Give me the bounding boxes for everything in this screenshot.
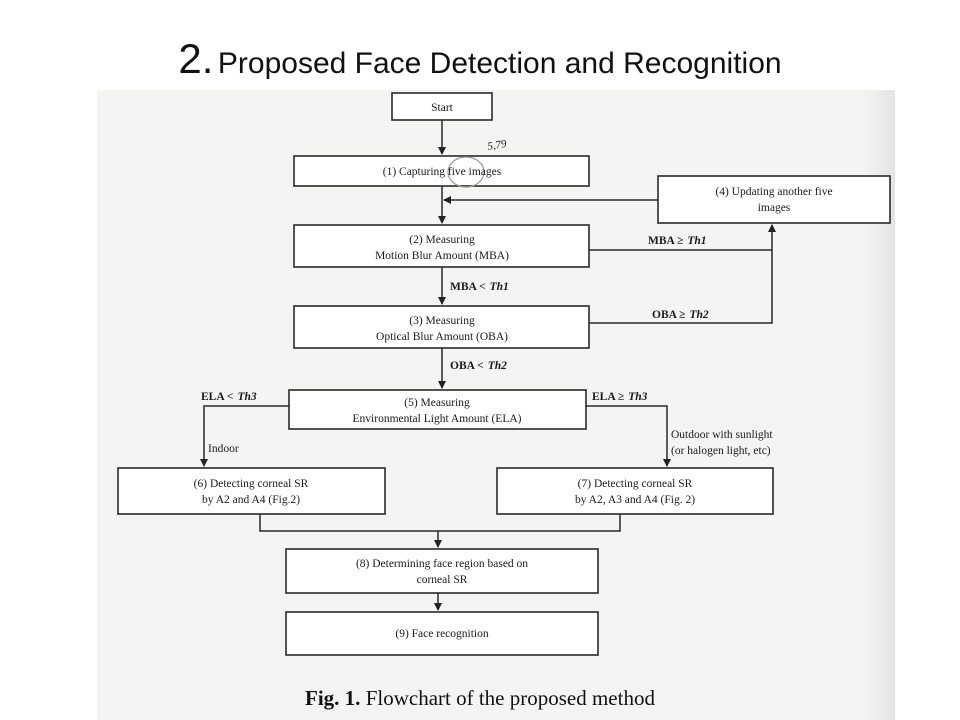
- step9-label: (9) Face recognition: [395, 628, 488, 640]
- cond-mba-lt: MBA < Th1: [450, 277, 509, 294]
- start-box: [391, 92, 493, 121]
- flow-connectors: [200, 120, 776, 611]
- step1-label: (1) Capturing five images: [383, 166, 502, 178]
- step4-label-line1: (4) Updating another five: [715, 186, 832, 198]
- step8-label-line1: (8) Determining face region based on: [356, 558, 528, 570]
- step7-label-line1: (7) Detecting corneal SR: [578, 478, 693, 490]
- step5-box: [288, 389, 587, 430]
- step4-box: [657, 175, 891, 224]
- figure-caption-prefix: Fig. 1.: [305, 686, 361, 710]
- indoor-label: Indoor: [208, 443, 239, 455]
- step2-label-line2: Motion Blur Amount (MBA): [375, 250, 509, 262]
- step1-box: [293, 155, 590, 187]
- slide-title-number: 2.: [178, 35, 214, 82]
- step7-label-line2: by A2, A3 and A4 (Fig. 2): [575, 494, 695, 506]
- step9-box: [285, 611, 599, 656]
- step5-label-line1: (5) Measuring: [404, 397, 470, 409]
- figure-caption: Fig. 1. Flowchart of the proposed method: [0, 686, 960, 711]
- merge-6-7: [259, 514, 621, 532]
- cond-ela-lt: ELA < Th3: [201, 387, 257, 404]
- outdoor-label-line1: Outdoor with sunlight: [671, 429, 773, 441]
- step6-label-line2: by A2 and A4 (Fig.2): [202, 494, 300, 506]
- step6-label-line1: (6) Detecting corneal SR: [194, 478, 309, 490]
- step8-box: [285, 548, 599, 594]
- step3-label-line1: (3) Measuring: [409, 315, 475, 327]
- handwritten-mark: 5,79: [486, 138, 508, 153]
- step5-label-line2: Environmental Light Amount (ELA): [353, 413, 522, 425]
- arrow-5-to-6: [200, 405, 289, 467]
- cond-ela-ge: ELA ≥ Th3: [592, 387, 648, 404]
- step3-label-line2: Optical Blur Amount (OBA): [376, 331, 508, 343]
- start-label: Start: [431, 102, 454, 114]
- figure-caption-text: Flowchart of the proposed method: [365, 686, 655, 710]
- step4-label-line2: images: [758, 202, 791, 214]
- handwritten-circle: [447, 156, 485, 188]
- outdoor-label-line2: (or halogen light, etc): [671, 445, 771, 457]
- step6-box: [117, 467, 386, 515]
- step8-label-line2: corneal SR: [417, 574, 468, 586]
- step2-label-line1: (2) Measuring: [409, 234, 475, 246]
- arrow-3-to-4: [589, 250, 773, 324]
- arrow-5-to-7: [586, 405, 671, 467]
- cond-mba-ge: MBA ≥ Th1: [648, 231, 707, 248]
- cond-oba-lt: OBA < Th2: [450, 356, 507, 373]
- slide-title-text: Proposed Face Detection and Recognition: [217, 47, 782, 80]
- step7-box: [496, 467, 774, 515]
- slide-title: 2. Proposed Face Detection and Recogniti…: [0, 38, 960, 80]
- step3-box: [293, 305, 590, 349]
- cond-oba-ge: OBA ≥ Th2: [652, 305, 709, 322]
